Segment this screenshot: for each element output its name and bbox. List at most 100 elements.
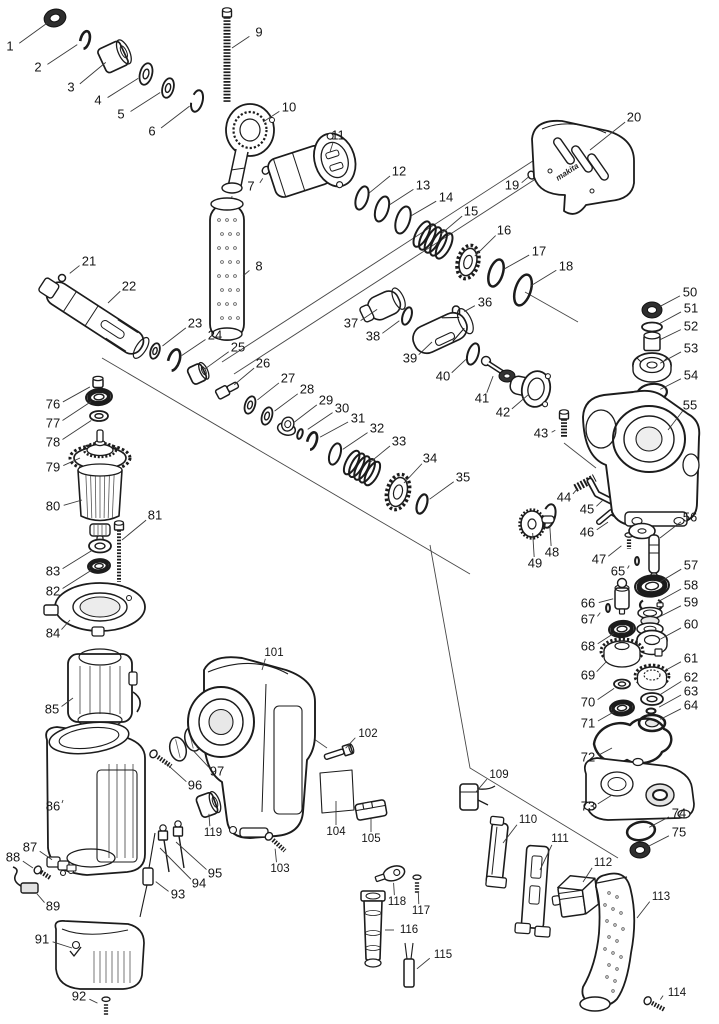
part-label-39: 39: [403, 350, 417, 365]
leader-line-31: [319, 421, 349, 438]
leader-line-96: [164, 762, 187, 783]
part-label-105: 105: [361, 833, 380, 845]
leader-line-36: [464, 305, 476, 312]
part-drawing-11: [267, 132, 357, 198]
part-label-114: 114: [668, 987, 687, 999]
part-label-1: 1: [6, 38, 13, 53]
part-label-84: 84: [46, 625, 60, 640]
part-drawing-41: [480, 355, 516, 383]
part-label-110: 110: [519, 814, 537, 826]
leader-line-114: [659, 995, 664, 1000]
part-drawing-33: [342, 449, 382, 487]
part-label-15: 15: [464, 203, 478, 218]
leader-line-86: [61, 799, 64, 804]
part-drawing-91: [54, 920, 145, 990]
leader-line-63: [658, 694, 682, 708]
part-label-118: 118: [388, 896, 406, 908]
part-drawing-111: [514, 844, 551, 938]
leader-line-39: [418, 341, 433, 356]
guide-line: [233, 157, 569, 375]
leader-line-94: [159, 847, 192, 880]
part-drawing-105: [354, 799, 388, 821]
part-label-11: 11: [331, 127, 345, 142]
part-label-97: 97: [210, 763, 224, 778]
part-label-21: 21: [82, 253, 96, 268]
leader-line-72: [597, 747, 613, 756]
leader-line-84: [61, 619, 71, 630]
part-drawing-93: [139, 832, 156, 918]
part-drawing-103: [264, 831, 287, 853]
part-drawing-14: [394, 205, 412, 235]
part-label-46: 46: [580, 524, 594, 539]
part-drawing-81: [113, 520, 125, 582]
part-drawing-28: [260, 406, 274, 426]
part-label-65: 65: [611, 563, 625, 578]
part-label-115: 115: [434, 949, 452, 961]
part-label-85: 85: [45, 701, 59, 716]
part-label-58: 58: [684, 577, 698, 592]
leader-line-16: [474, 235, 496, 257]
leader-line-35: [429, 481, 454, 500]
part-drawing-114: [643, 996, 666, 1012]
part-drawing-9: [221, 7, 233, 103]
leader-line-4: [107, 78, 139, 98]
part-drawing-17: [487, 258, 505, 288]
part-label-88: 88: [6, 849, 20, 864]
part-label-12: 12: [392, 163, 406, 178]
leader-line-53: [659, 351, 682, 364]
part-drawing-109: [459, 783, 496, 811]
part-drawing-82: [87, 558, 111, 574]
leader-line-73: [597, 794, 613, 805]
part-drawing-95: [172, 820, 185, 869]
leader-line-18: [530, 269, 557, 287]
part-label-94: 94: [192, 875, 206, 890]
leader-line-5: [130, 92, 161, 112]
part-drawing-12: [354, 185, 370, 211]
part-label-13: 13: [416, 177, 430, 192]
guide-line: [563, 442, 597, 469]
leader-line-6: [160, 105, 190, 129]
part-label-6: 6: [148, 123, 155, 138]
leader-line-11: [329, 142, 334, 153]
leader-line-19: [521, 176, 529, 184]
part-drawing-26: [214, 381, 240, 400]
part-drawing-112: [551, 875, 600, 918]
part-label-78: 78: [46, 434, 60, 449]
part-drawing-65: [634, 556, 640, 566]
part-drawing-92: [101, 996, 111, 1015]
leader-line-59: [658, 605, 682, 618]
leader-line-44: [572, 487, 579, 495]
part-label-30: 30: [335, 400, 349, 415]
part-label-109: 109: [489, 769, 508, 781]
leader-line-8: [242, 270, 250, 277]
part-label-54: 54: [684, 367, 698, 382]
part-label-29: 29: [319, 392, 333, 407]
part-label-74: 74: [672, 805, 686, 820]
part-drawing-37: [359, 287, 406, 323]
part-label-92: 92: [72, 988, 86, 1003]
part-drawing-1: [43, 8, 67, 28]
part-drawing-87: [46, 856, 77, 877]
leader-line-81: [121, 519, 147, 541]
part-drawing-94: [157, 824, 170, 873]
leader-line-78: [62, 420, 92, 440]
part-drawing-113: [579, 872, 636, 1012]
part-drawing-89: [12, 866, 39, 894]
leader-line-52: [660, 329, 682, 340]
part-label-48: 48: [545, 544, 559, 559]
part-label-73: 73: [581, 798, 595, 813]
part-label-37: 37: [344, 315, 358, 330]
part-drawing-83: [88, 538, 112, 554]
part-drawing-73: [583, 757, 695, 821]
part-label-22: 22: [122, 278, 136, 293]
part-drawing-25: [186, 361, 210, 385]
leader-line-102: [345, 737, 356, 749]
part-label-77: 77: [46, 415, 60, 430]
part-drawing-29: [276, 416, 297, 436]
part-label-89: 89: [46, 898, 60, 913]
guide-line: [524, 291, 579, 323]
part-drawing-88: [33, 865, 52, 880]
part-drawing-27: [243, 395, 257, 415]
part-label-50: 50: [683, 284, 697, 299]
